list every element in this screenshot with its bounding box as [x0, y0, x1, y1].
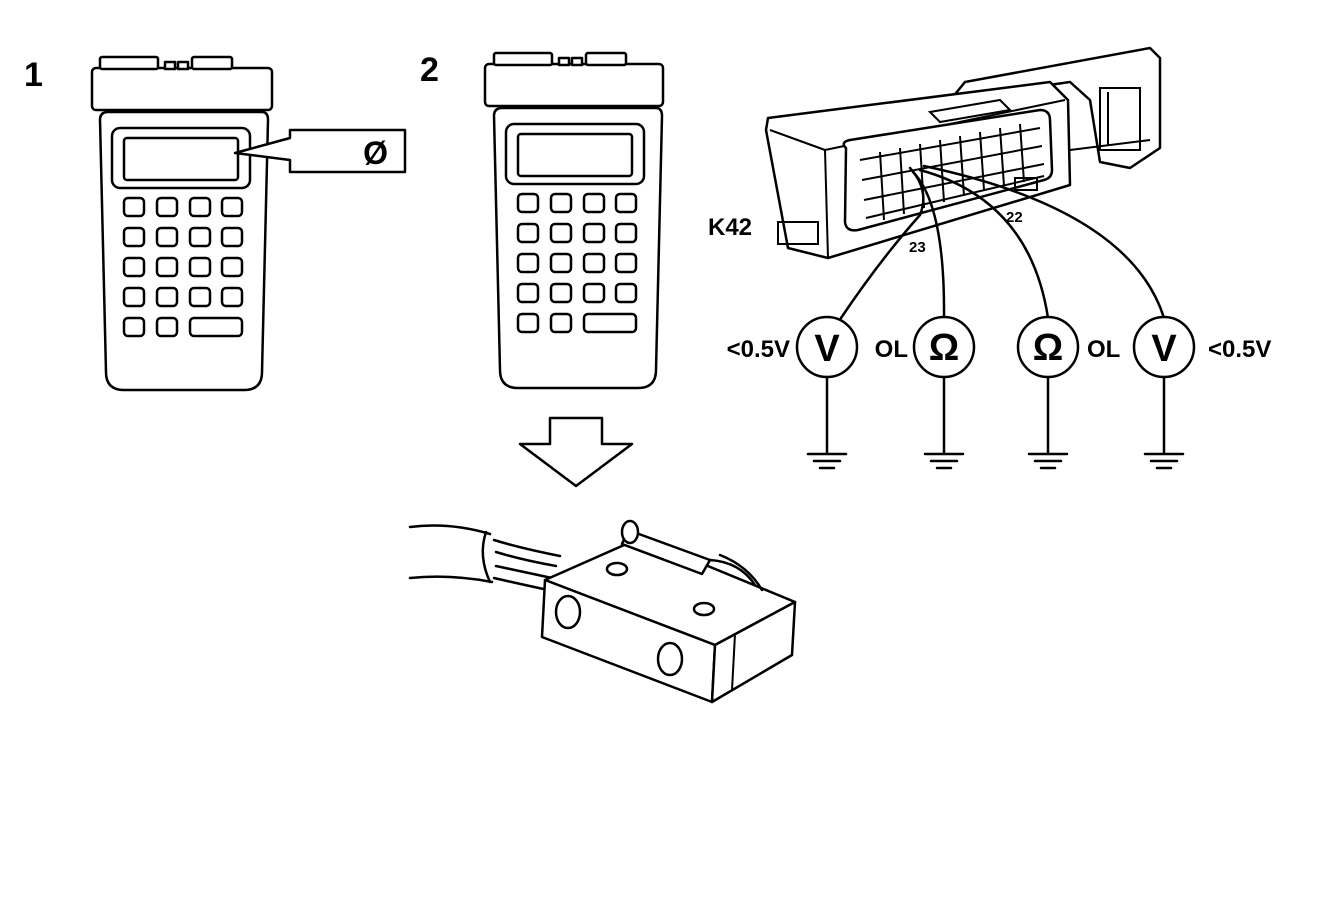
- voltmeter-1-symbol: V: [814, 328, 840, 370]
- pin-22-label: 22: [1006, 209, 1023, 226]
- connector-name: K42: [708, 214, 752, 241]
- step-1-label: 1: [24, 56, 43, 94]
- sensor-switch: [408, 519, 797, 704]
- keypad-1: [122, 196, 244, 338]
- keypad-2: [516, 192, 638, 334]
- ohmmeter-2-symbol: Ω: [1033, 327, 1063, 369]
- probe-wires: [839, 164, 1166, 320]
- voltmeter-2-symbol: V: [1151, 328, 1177, 370]
- step-2-label: 2: [420, 51, 439, 89]
- ohmmeter-1-reading: OL: [875, 336, 908, 363]
- connector-k42: K42 23 22: [708, 46, 1162, 260]
- scan-tool-1: Ø: [90, 55, 407, 392]
- voltmeter-1-reading: <0.5V: [727, 336, 790, 363]
- ohmmeter-2: Ω OL: [1016, 315, 1120, 470]
- scan-tool-2: [483, 51, 665, 390]
- pin-23-label: 23: [909, 239, 926, 256]
- ohmmeter-1: Ω OL: [875, 315, 976, 470]
- voltmeter-1: V <0.5V: [727, 315, 859, 470]
- down-arrow-icon: [518, 416, 634, 488]
- ohmmeter-2-reading: OL: [1087, 336, 1120, 363]
- scan-tool-display-callout: Ø: [363, 135, 388, 171]
- voltmeter-2-reading: <0.5V: [1208, 336, 1271, 363]
- voltmeter-2: V <0.5V: [1132, 315, 1271, 470]
- ohmmeter-1-symbol: Ω: [929, 327, 959, 369]
